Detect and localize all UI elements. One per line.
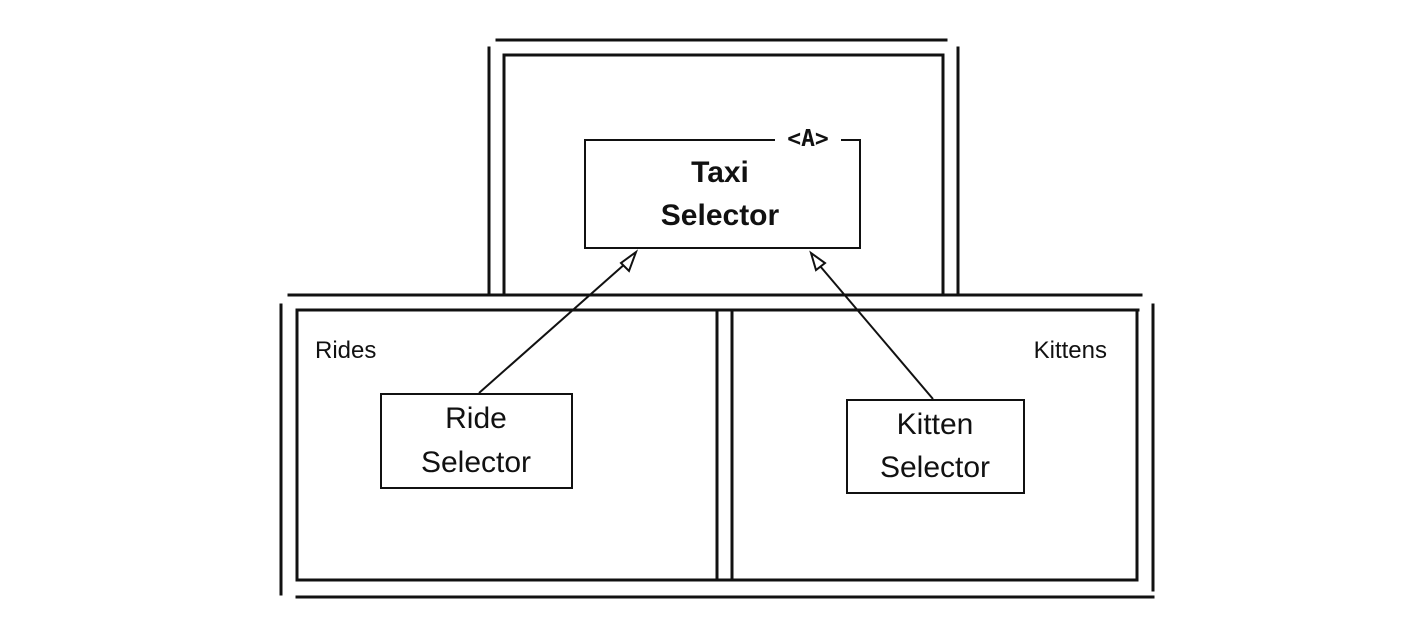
inheritance-arrow-kitten: [809, 250, 934, 400]
kitten-selector-class: Kitten Selector: [846, 399, 1025, 494]
bottom-container: [279, 293, 1155, 599]
top-component: [487, 38, 960, 295]
taxi-selector-name-line2: Selector: [661, 199, 780, 232]
kitten-selector-name-line2: Selector: [880, 451, 990, 484]
ride-selector-name-line2: Selector: [421, 446, 531, 479]
kittens-component-label: Kittens: [1034, 337, 1107, 364]
rides-component-label: Rides: [315, 337, 376, 364]
kitten-selector-name-line1: Kitten: [897, 408, 974, 441]
ride-selector-class: Ride Selector: [380, 393, 573, 489]
taxi-selector-class: <A> Taxi Selector: [584, 126, 861, 249]
taxi-selector-name-line1: Taxi: [691, 156, 749, 189]
ride-selector-name-line1: Ride: [445, 402, 507, 435]
inheritance-arrow-ride: [478, 249, 639, 394]
abstract-stereotype: <A>: [787, 126, 829, 152]
